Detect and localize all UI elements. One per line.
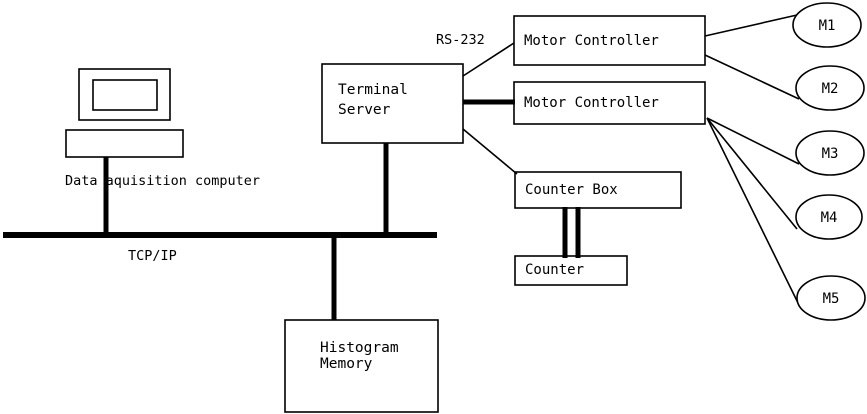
histogram-memory-label-line1: Histogram: [320, 340, 399, 356]
motor-m3-label: M3: [822, 146, 839, 162]
rs232-label: RS-232: [436, 32, 485, 48]
computer-base-icon: [65, 129, 184, 158]
tcp-ip-label: TCP/IP: [128, 248, 177, 264]
link-mc2-m4: [706, 117, 798, 230]
counter-box[interactable]: [514, 255, 628, 286]
counter-box-label: Counter Box: [525, 182, 618, 198]
motor-m2-label: M2: [822, 81, 839, 97]
link-mc1-m2: [704, 54, 800, 100]
rs232-link-mc1: [462, 42, 515, 77]
motor-m5-label: M5: [823, 291, 840, 307]
motor-controller-1-label: Motor Controller: [524, 33, 659, 49]
link-mc2-m5: [706, 117, 801, 308]
link-counter-box: [462, 128, 518, 175]
link-mc2-m3: [706, 117, 800, 165]
monitor-screen-icon: [92, 79, 158, 111]
computer-label: Data aquisition computer: [65, 173, 260, 189]
motor-m4-ellipse[interactable]: [795, 194, 863, 240]
motor-m4-label: M4: [821, 210, 838, 226]
motor-m3-ellipse[interactable]: [795, 130, 865, 176]
terminal-server-label-line2: Server: [338, 102, 391, 118]
counter-label: Counter: [525, 262, 584, 278]
motor-m1-label: M1: [819, 18, 836, 34]
motor-m1-ellipse[interactable]: [792, 2, 862, 48]
histogram-memory-box[interactable]: [284, 319, 439, 413]
motor-controller-1-box[interactable]: [513, 15, 706, 66]
terminal-server-box[interactable]: [321, 63, 464, 144]
motor-m2-ellipse[interactable]: [795, 65, 865, 111]
counter-box-box[interactable]: [514, 171, 682, 209]
histogram-memory-label-line2: Memory: [320, 356, 373, 372]
link-mc1-m1: [704, 14, 798, 37]
terminal-server-label-line1: Terminal: [338, 82, 408, 98]
motor-m5-ellipse[interactable]: [796, 275, 866, 321]
motor-controller-2-label: Motor Controller: [524, 95, 659, 111]
